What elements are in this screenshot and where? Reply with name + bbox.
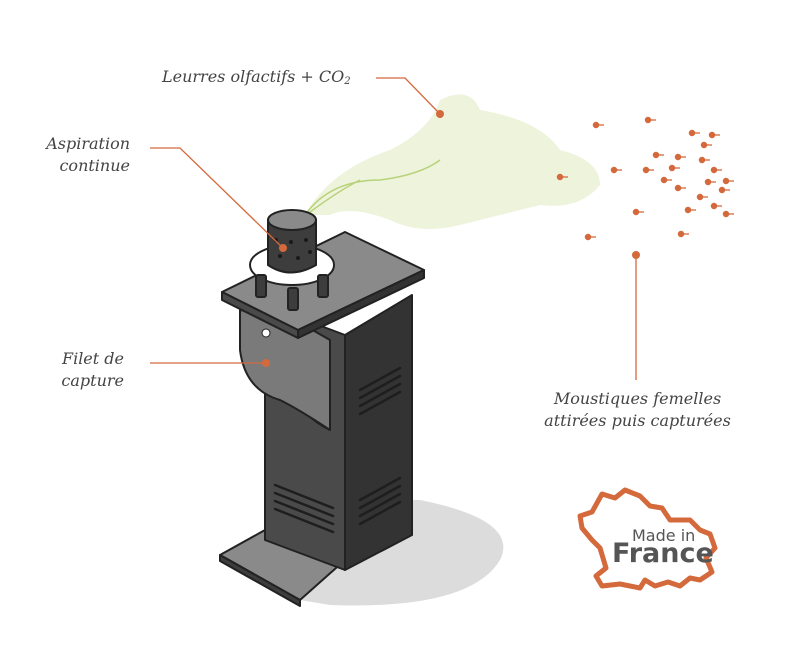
leader-aspiration: [150, 147, 284, 249]
label-aspiration: Aspiration continue: [46, 134, 130, 175]
scent-stream-2: [309, 179, 361, 213]
lid-edge-right: [297, 269, 425, 339]
badge-made-in: Made in: [632, 526, 696, 545]
intake-cylinder-top: [267, 209, 317, 231]
label-lures: Leurres olfactifs + CO2: [162, 67, 351, 87]
dot-net: [262, 359, 270, 367]
intake-holes: [274, 238, 312, 260]
intake-legs: [255, 274, 329, 311]
dot-lures: [436, 110, 444, 118]
base-plate-edge: [219, 554, 301, 607]
scent-stream: [304, 159, 441, 216]
badge-france: France: [612, 538, 714, 569]
scent-plume: [305, 94, 600, 229]
side-vents: [358, 366, 402, 526]
tower-side: [344, 294, 413, 571]
label-mosquitoes: Moustiques femelles attirées puis captur…: [544, 389, 731, 430]
dot-mosquitoes: [632, 251, 640, 259]
front-vents: [273, 483, 335, 534]
label-net: Filet de capture: [61, 349, 124, 390]
france-outline-icon: [577, 487, 718, 591]
net-hole: [261, 328, 271, 338]
capture-net-front: [239, 309, 331, 431]
leader-lures: [376, 77, 441, 115]
intake-cylinder: [267, 219, 317, 274]
mosquito-swarm: [556, 116, 734, 241]
dot-aspiration: [279, 244, 287, 252]
